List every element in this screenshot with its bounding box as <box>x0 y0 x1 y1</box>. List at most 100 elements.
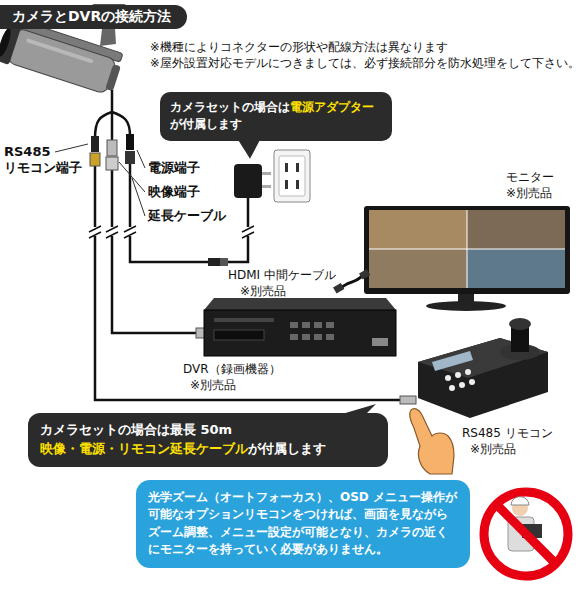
label-text: HDMI 中間ケーブル <box>228 268 336 283</box>
connector-symbols <box>125 151 135 164</box>
remote-illustration <box>509 318 531 330</box>
remote-illustration <box>445 375 451 381</box>
title-banner: カメラとDVRの接続方法 <box>0 5 187 29</box>
hdmi-cable-illustration <box>333 269 370 294</box>
remote-illustration <box>449 385 455 391</box>
camera-cables <box>95 112 112 138</box>
label-text: RS485 リモコン端子 <box>4 144 94 177</box>
monitor-illustration <box>467 249 565 288</box>
wall-outlet-illustration <box>296 163 299 172</box>
dvr-illustration <box>204 310 396 356</box>
callout-box: カメラセットの場合は最長 50m映像・電源・リモコン延長ケーブルが付属します <box>28 413 388 467</box>
remote-illustration <box>469 379 475 385</box>
connector-symbols <box>220 258 228 266</box>
label-text: 延長ケーブル <box>148 208 226 224</box>
pointing-hand <box>410 409 454 474</box>
wall-outlet-illustration <box>274 150 310 202</box>
no-sign-illustration <box>511 497 529 505</box>
monitor-illustration <box>369 210 565 288</box>
hdmi-cable-illustration <box>333 283 344 294</box>
connector-symbols <box>208 258 220 266</box>
remote-illustration <box>432 351 473 371</box>
leader-line <box>137 150 145 168</box>
label-text: 映像端子 <box>148 184 200 200</box>
label-text: ※別売品 <box>506 186 552 201</box>
wall-outlet-illustration <box>285 180 288 189</box>
camera-cables <box>111 90 114 112</box>
connector-symbols <box>90 153 100 166</box>
callout-text: カメラセットの場合は <box>170 100 290 114</box>
camera-cables <box>95 90 402 400</box>
dvr-illustration <box>314 334 322 340</box>
monitor-illustration <box>369 249 467 288</box>
leader-line <box>132 178 145 216</box>
callout-text: 電源アダプター <box>290 100 374 114</box>
callout-text: カメラセットの場合は最長 50m <box>40 421 376 440</box>
label-text: DVR（録画機器） <box>183 362 281 377</box>
leader-line <box>55 144 88 152</box>
label-text: 電源端子 <box>148 160 200 176</box>
label-text: RS485 リモコン <box>462 426 553 441</box>
pointing-hand <box>410 409 454 474</box>
cable-break-mark <box>88 226 254 238</box>
dvr-illustration <box>290 334 298 340</box>
dvr-illustration <box>302 334 310 340</box>
callout-text: 映像・電源・リモコン延長ケーブル <box>40 441 248 456</box>
dvr-illustration <box>290 322 298 328</box>
power-adapter-illustration <box>234 164 262 198</box>
leader-line <box>55 144 145 216</box>
hdmi-cable-illustration <box>359 269 370 280</box>
camera-illustration <box>7 28 117 94</box>
label-text: ※屋外設置対応モデルにつきましては、必ず接続部分を防水処理をして下さい。 <box>150 56 580 70</box>
label-text: ※別売品 <box>240 284 286 299</box>
monitor-illustration <box>467 210 565 249</box>
wall-outlet-illustration <box>274 150 310 202</box>
no-sign-illustration <box>497 505 555 563</box>
info-box: 光学ズーム（オートフォーカス）、OSD メニュー操作が可能なオプションリモコンを… <box>136 480 470 568</box>
connector-symbols <box>91 136 99 152</box>
cable-break-mark <box>89 226 136 238</box>
connector-symbols <box>106 157 118 170</box>
connector-symbols <box>107 140 117 156</box>
remote-illustration <box>455 372 461 378</box>
wall-outlet-illustration <box>296 180 299 189</box>
callout-box: カメラセットの場合は電源アダプターが付属します <box>160 92 392 141</box>
dvr-illustration <box>302 322 310 328</box>
dvr-illustration <box>314 322 322 328</box>
label-text: ※別売品 <box>470 442 516 457</box>
no-sign-illustration <box>484 492 568 576</box>
camera-cables <box>112 112 130 136</box>
camera-illustration <box>105 64 121 91</box>
no-sign-illustration <box>484 492 568 576</box>
dvr-illustration <box>204 298 396 356</box>
dvr-illustration <box>326 322 334 328</box>
monitor-illustration <box>426 301 506 311</box>
label-text: モニター <box>506 170 554 185</box>
dvr-illustration <box>214 318 274 322</box>
remote-illustration <box>465 369 471 375</box>
power-adapter-illustration <box>262 172 271 175</box>
remote-illustration <box>459 382 465 388</box>
camera-illustration <box>26 38 94 63</box>
dvr-illustration <box>214 330 264 340</box>
monitor-illustration <box>364 206 570 294</box>
camera-illustration <box>0 27 13 58</box>
connector-symbols <box>126 134 134 150</box>
callout-pointer <box>238 140 260 159</box>
power-adapter-illustration <box>234 164 271 198</box>
dvr-illustration <box>204 298 396 310</box>
monitor-illustration <box>369 210 467 249</box>
dvr-illustration <box>372 338 388 346</box>
label-text: ※別売品 <box>190 378 236 393</box>
camera-cables <box>111 112 114 142</box>
monitor-illustration <box>364 206 570 311</box>
wall-outlet-illustration <box>285 163 288 172</box>
callout-text: 光学ズーム（オートフォーカス）、OSD メニュー操作が可能なオプションリモコンを… <box>148 490 457 556</box>
leader-line <box>119 162 145 192</box>
wall-outlet-illustration <box>279 156 305 196</box>
connector-symbols <box>400 396 416 404</box>
label-text: ※機種によりコネクターの形状や配線方法は異なります <box>150 40 448 54</box>
cable-break-mark <box>242 226 254 238</box>
hdmi-cable-illustration <box>341 276 362 288</box>
camera-cables <box>95 166 402 400</box>
